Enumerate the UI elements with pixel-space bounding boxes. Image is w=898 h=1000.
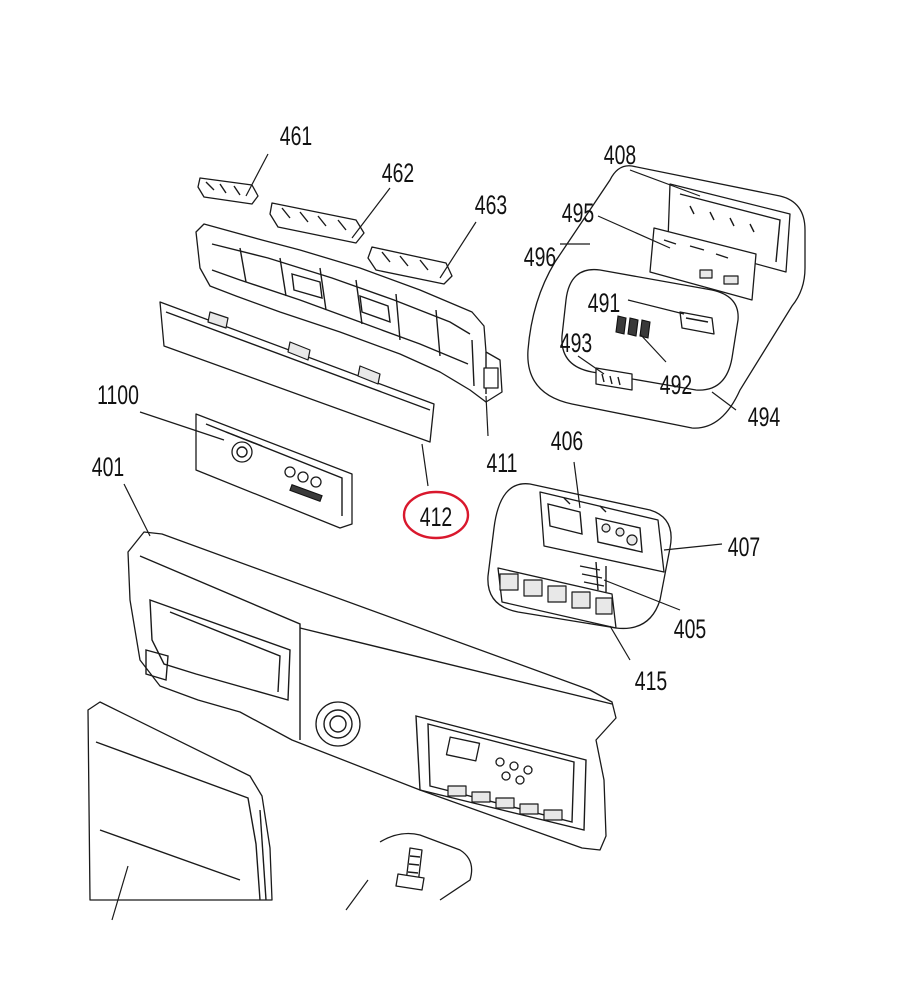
label-496: 496 <box>524 242 556 272</box>
label-412: 412 <box>420 502 452 532</box>
leader-495 <box>597 215 671 249</box>
leader-407 <box>663 543 723 551</box>
label-462: 462 <box>382 158 414 188</box>
part-462-button-strip <box>269 202 365 244</box>
part-drawer <box>87 701 273 901</box>
leader-493 <box>577 355 605 375</box>
leader-494 <box>711 391 737 411</box>
label-493: 493 <box>560 328 592 358</box>
label-491: 491 <box>588 288 620 318</box>
part-492-switches <box>615 315 651 339</box>
label-407: 407 <box>728 532 760 562</box>
label-405: 405 <box>674 614 706 644</box>
label-495: 495 <box>562 198 594 228</box>
label-401: 401 <box>92 452 124 482</box>
part-406-board <box>539 491 665 573</box>
leader-415 <box>609 625 631 661</box>
group-outline-407 <box>487 483 672 630</box>
part-screw <box>395 847 425 891</box>
label-461: 461 <box>280 121 312 151</box>
label-406: 406 <box>551 426 583 456</box>
part-1100-display-panel <box>195 413 353 529</box>
leader-412 <box>421 443 429 487</box>
highlight-circle-412 <box>402 490 470 540</box>
leader-screw <box>345 879 369 911</box>
leader-491 <box>627 299 685 315</box>
part-491-connector <box>679 311 715 335</box>
leader-463 <box>439 221 477 279</box>
part-408-board <box>667 183 791 273</box>
label-411: 411 <box>487 448 518 478</box>
leader-492 <box>639 333 667 363</box>
leader-461 <box>245 153 269 197</box>
leader-462 <box>351 187 391 239</box>
leader-1100 <box>139 411 225 441</box>
part-411-frame <box>195 223 503 403</box>
leader-405 <box>603 579 681 611</box>
part-495-board <box>649 227 757 301</box>
group-outline-496 <box>527 165 806 429</box>
leader-406 <box>573 461 581 509</box>
leader-408 <box>629 169 701 197</box>
label-408: 408 <box>604 140 636 170</box>
part-493-display <box>595 367 633 391</box>
part-401-front-panel <box>127 531 617 851</box>
group-outline-494 <box>561 268 739 391</box>
leader-drawer <box>111 865 129 921</box>
label-1100: 1100 <box>97 380 139 410</box>
part-415-button-set <box>497 567 617 629</box>
label-494: 494 <box>748 402 780 432</box>
label-463: 463 <box>475 190 507 220</box>
leader-411 <box>485 395 489 437</box>
part-463-button-strip <box>367 246 453 285</box>
label-415: 415 <box>635 666 667 696</box>
part-412-pcb-strip <box>159 301 435 443</box>
group-outline-bottom <box>379 832 473 901</box>
label-492: 492 <box>660 370 692 400</box>
leader-401 <box>123 483 151 537</box>
part-405-pins <box>579 561 607 592</box>
